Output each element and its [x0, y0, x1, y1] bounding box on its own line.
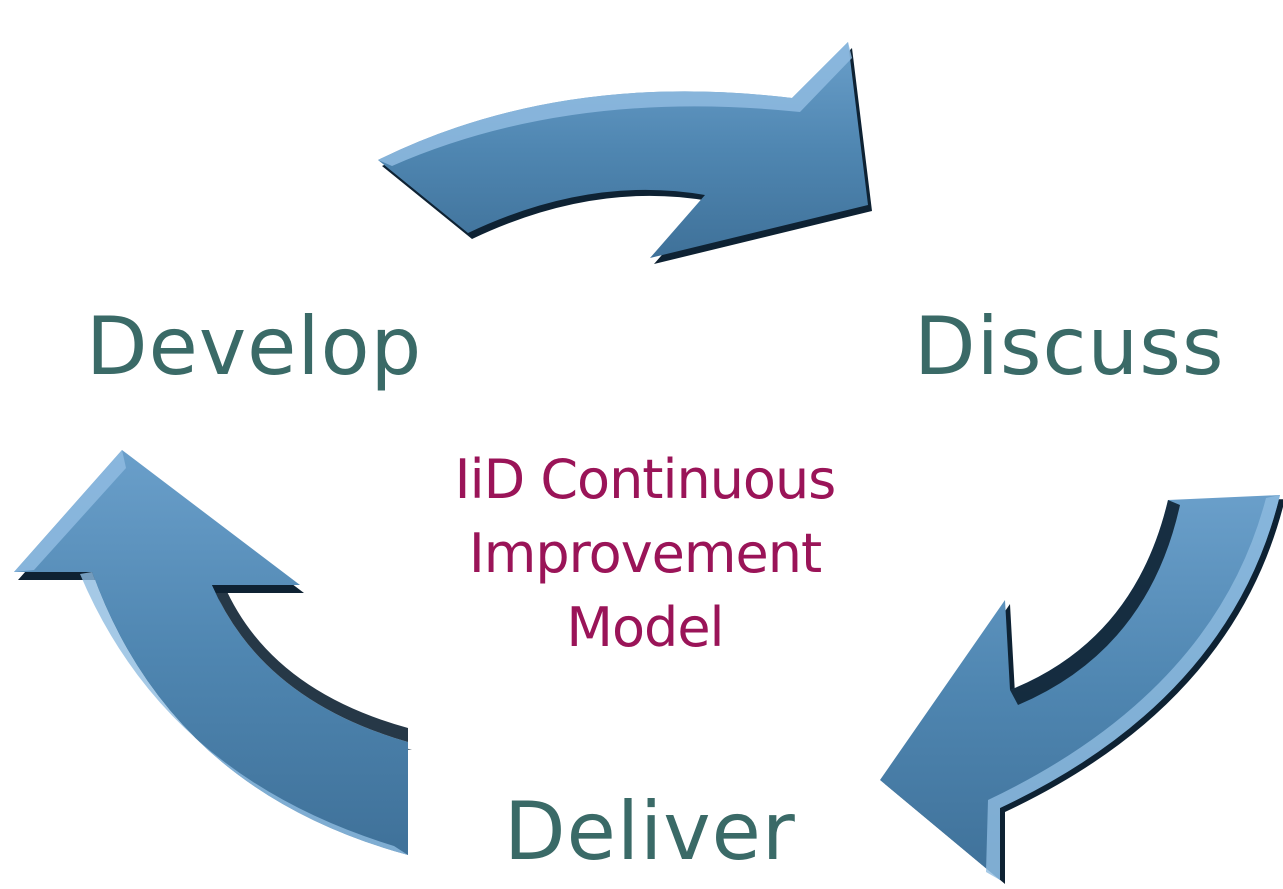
- stage-label-discuss: Discuss: [914, 300, 1225, 393]
- arrow-discuss-to-deliver: [880, 495, 1283, 884]
- center-title-line-3: Model: [566, 596, 724, 659]
- arrow-deliver-to-develop: [14, 450, 412, 855]
- center-title-line-1: IiD Continuous: [454, 448, 837, 511]
- center-title-line-2: Improvement: [468, 522, 822, 585]
- arrow-develop-to-discuss: [378, 42, 872, 264]
- center-title: IiD Continuous Improvement Model: [380, 443, 910, 665]
- stage-label-develop: Develop: [86, 300, 423, 393]
- stage-label-deliver: Deliver: [504, 785, 796, 878]
